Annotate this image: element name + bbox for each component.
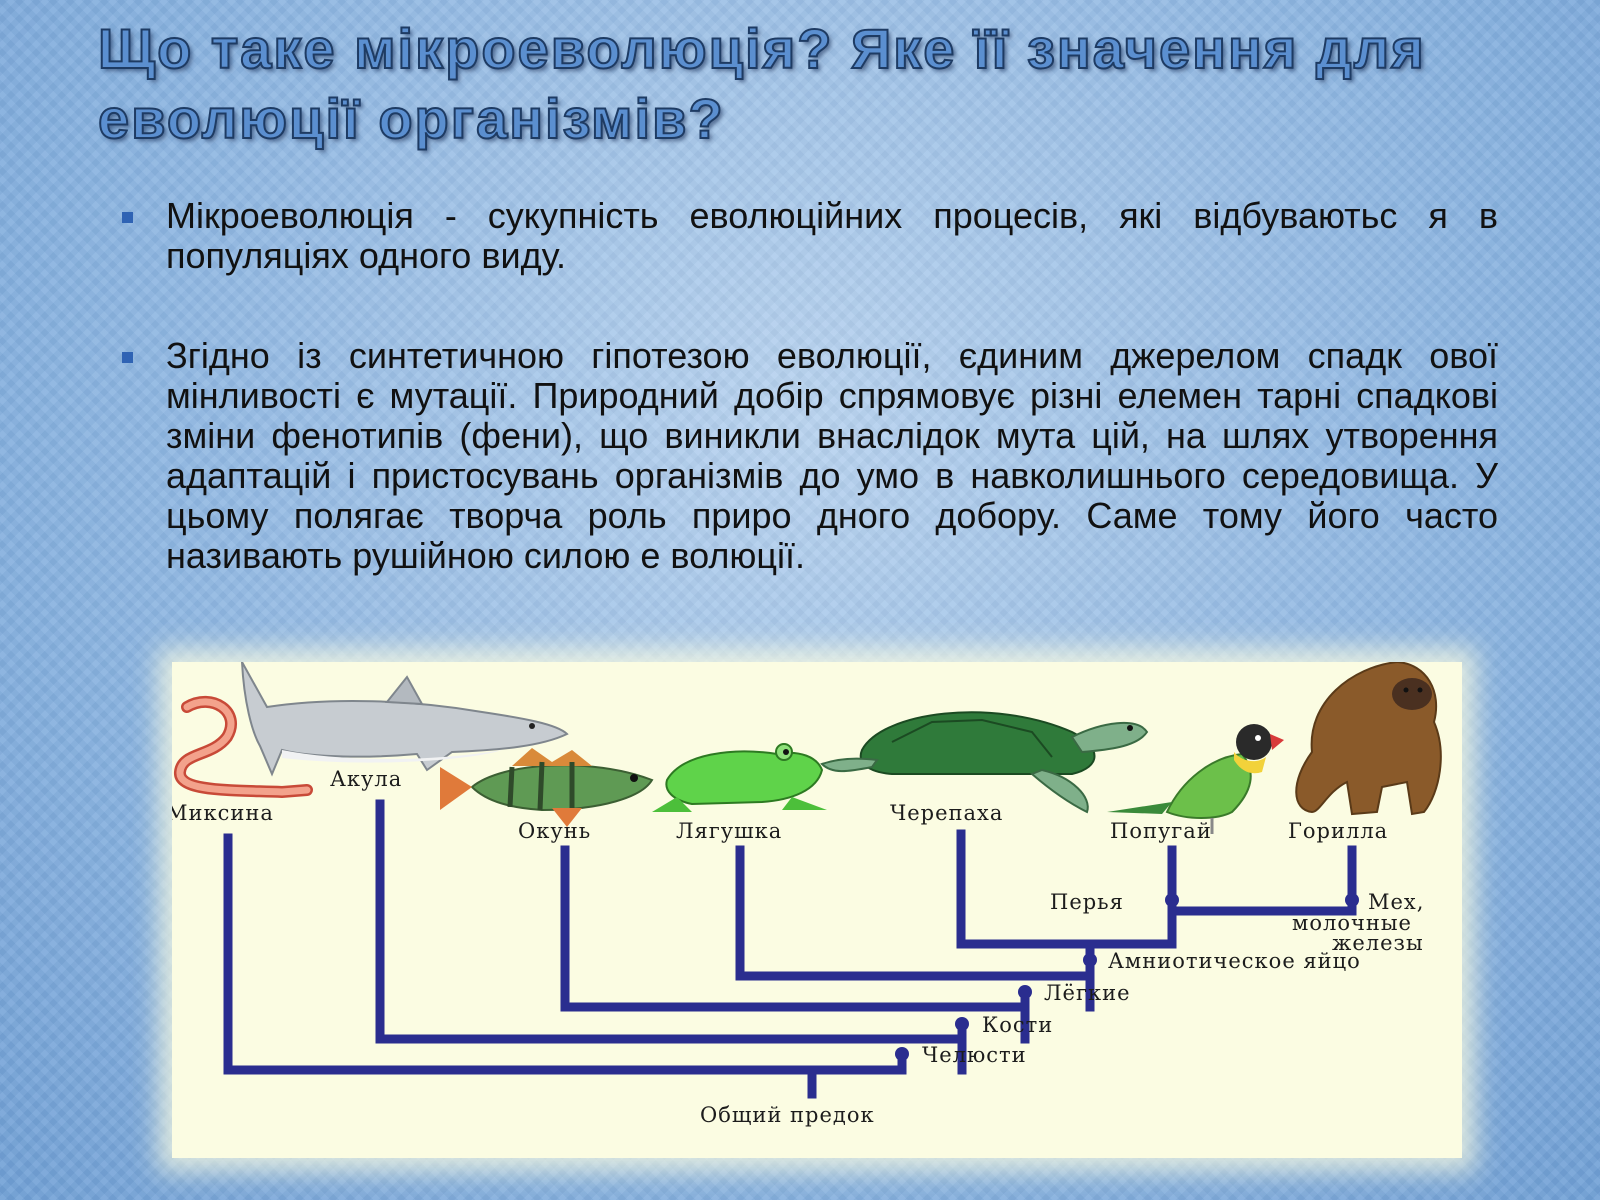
taxon-label: Миксина bbox=[172, 801, 274, 825]
bullet-text: Мікроеволюція - сукупність еволюційних п… bbox=[166, 195, 1498, 276]
parrot-icon bbox=[1107, 724, 1284, 834]
trait-node bbox=[895, 1047, 909, 1061]
perch-icon bbox=[440, 748, 654, 827]
bullet-marker bbox=[122, 212, 133, 223]
bullet-item: Мікроеволюція - сукупність еволюційних п… bbox=[118, 196, 1498, 276]
bullet-item: Згідно із синтетичною гіпотезою еволюції… bbox=[118, 336, 1498, 576]
trait-node bbox=[1165, 893, 1179, 907]
slide-title: Що таке мікроеволюція? Яке її значення д… bbox=[97, 16, 1426, 151]
gorilla-icon bbox=[1295, 662, 1442, 816]
taxon-label: Акула bbox=[330, 767, 402, 791]
bullet-marker bbox=[122, 352, 133, 363]
hagfish-icon bbox=[174, 695, 313, 799]
taxon-label: Черепаха bbox=[890, 801, 1003, 825]
taxon-label: Лягушка bbox=[676, 819, 782, 843]
trait-label: Кости bbox=[982, 1013, 1053, 1037]
phylogenetic-tree: Миксина Акула Окунь Лягушка Черепаха Поп… bbox=[172, 662, 1442, 1127]
trait-label: Лёгкие bbox=[1044, 981, 1131, 1005]
trait-label: Мех, bbox=[1368, 890, 1424, 914]
phylogenetic-tree-panel: Миксина Акула Окунь Лягушка Черепаха Поп… bbox=[172, 662, 1462, 1158]
trait-node bbox=[1018, 985, 1032, 999]
trait-label: Челюсти bbox=[922, 1043, 1027, 1067]
frog-icon bbox=[652, 743, 827, 812]
trait-label: Перья bbox=[1050, 890, 1124, 914]
trait-label: молочные bbox=[1292, 911, 1412, 935]
trait-node bbox=[1345, 893, 1359, 907]
taxon-label: Горилла bbox=[1288, 819, 1388, 843]
shark-icon bbox=[241, 662, 569, 777]
bullet-list: Мікроеволюція - сукупність еволюційних п… bbox=[118, 196, 1498, 636]
trait-label: железы bbox=[1332, 931, 1424, 955]
turtle-icon bbox=[820, 711, 1149, 814]
trait-node bbox=[1083, 953, 1097, 967]
trait-nodes bbox=[895, 893, 1359, 1061]
trait-label: Амниотическое яйцо bbox=[1108, 949, 1361, 973]
trait-node bbox=[955, 1017, 969, 1031]
bullet-text: Згідно із синтетичною гіпотезою еволюції… bbox=[166, 335, 1498, 576]
tree-lines bbox=[223, 799, 1357, 1099]
taxon-label: Окунь bbox=[518, 819, 591, 843]
root-label: Общий предок bbox=[700, 1103, 875, 1127]
taxon-label: Попугай bbox=[1110, 819, 1212, 843]
